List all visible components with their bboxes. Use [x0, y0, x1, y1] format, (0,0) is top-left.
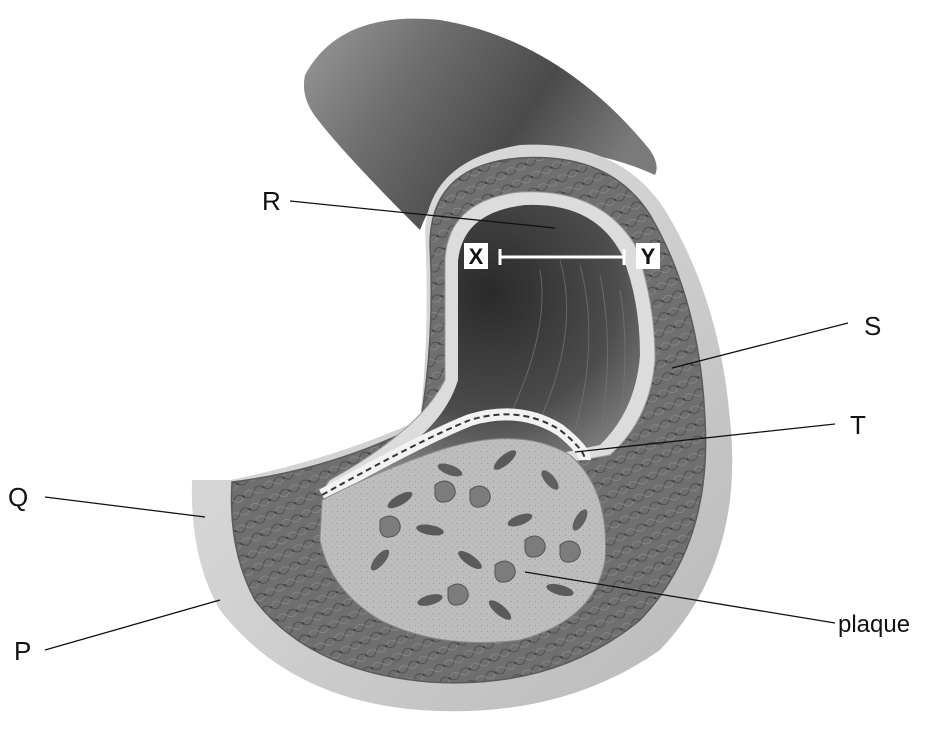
leader-line-q: [45, 497, 205, 517]
marker-x-label: X: [469, 244, 484, 269]
leader-line-p: [45, 600, 220, 650]
label-r: R: [262, 186, 281, 216]
label-p: P: [14, 636, 31, 666]
label-t: T: [850, 410, 866, 440]
marker-y-label: Y: [641, 244, 656, 269]
label-s: S: [864, 311, 881, 341]
label-q: Q: [8, 482, 28, 512]
label-plaque: plaque: [838, 611, 910, 638]
